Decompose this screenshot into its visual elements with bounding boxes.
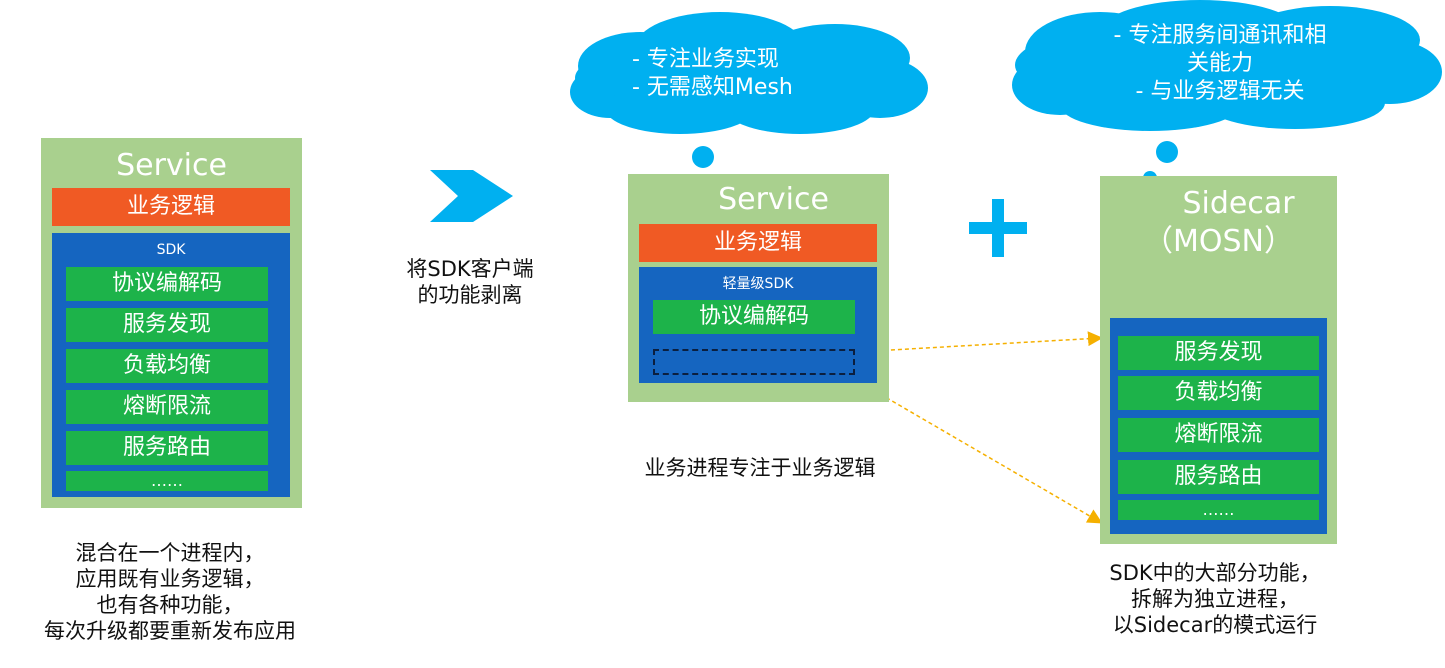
left-caption-line-2: 也有各种功能， — [96, 593, 244, 617]
right-item-0: 服务发现 — [1118, 336, 1319, 370]
left-item-5: …… — [66, 471, 268, 491]
left-item-4: 服务路由 — [66, 431, 268, 465]
connector-line-bottom — [855, 379, 1103, 524]
plus-icon — [969, 199, 1027, 257]
middle-caption: 业务进程专注于业务逻辑 — [644, 456, 876, 480]
middle-sdk-box: 轻量级SDK 协议编解码 — [639, 267, 877, 383]
connector-line-top — [855, 331, 1103, 353]
middle-removed-slot — [653, 349, 855, 375]
left-service-panel: Service 业务逻辑 SDK 协议编解码 服务发现 负载均衡 熔断限流 服务… — [41, 138, 302, 508]
left-caption-line-3: 每次升级都要重新发布应用 — [44, 619, 296, 643]
left-caption-line-0: 混合在一个进程内， — [75, 541, 265, 565]
right-cloud-line-2: - 与业务逻辑无关 — [1135, 79, 1305, 104]
right-caption-line-1: 拆解为独立进程， — [1131, 587, 1299, 611]
right-cloud-icon — [1012, 0, 1442, 204]
left-caption: 混合在一个进程内， 应用既有业务逻辑， 也有各种功能， 每次升级都要重新发布应用 — [10, 540, 330, 644]
arrow-caption-line-0: 将SDK客户端 — [406, 257, 534, 281]
left-service-title: Service — [116, 148, 227, 183]
middle-service-title: Service — [718, 182, 829, 217]
right-caption-line-0: SDK中的大部分功能， — [1109, 561, 1321, 585]
right-item-2: 熔断限流 — [1118, 418, 1319, 452]
left-item-2: 负载均衡 — [66, 349, 268, 383]
right-sidecar-title: Sidecar — [1182, 186, 1295, 221]
middle-cloud-icon — [570, 12, 928, 207]
left-sdk-box: SDK 协议编解码 服务发现 负载均衡 熔断限流 服务路由 …… — [52, 233, 290, 497]
left-caption-line-1: 应用既有业务逻辑， — [75, 567, 265, 591]
left-sdk-label: SDK — [156, 242, 186, 258]
chevron-arrow-icon — [430, 170, 513, 222]
middle-cloud-line-1: - 无需感知Mesh — [632, 75, 793, 100]
right-caption-line-2: 以Sidecar的模式运行 — [1112, 613, 1318, 637]
arrow-caption-line-1: 的功能剥离 — [417, 283, 523, 307]
middle-item-0: 协议编解码 — [653, 300, 855, 334]
right-item-1: 负载均衡 — [1118, 376, 1319, 410]
middle-logic-box: 业务逻辑 — [639, 224, 877, 262]
middle-service-panel: Service 业务逻辑 轻量级SDK 协议编解码 — [628, 174, 889, 402]
left-logic-box: 业务逻辑 — [52, 188, 290, 226]
arrow-caption: 将SDK客户端 的功能剥离 — [380, 256, 560, 308]
right-caption: SDK中的大部分功能， 拆解为独立进程， 以Sidecar的模式运行 — [1060, 560, 1370, 638]
left-item-0: 协议编解码 — [66, 267, 268, 301]
right-item-3: 服务路由 — [1118, 460, 1319, 494]
middle-cloud-text: - 专注业务实现 - 无需感知Mesh — [632, 46, 793, 102]
right-sidecar-subtitle: （MOSN） — [1143, 224, 1294, 259]
left-item-1: 服务发现 — [66, 308, 268, 342]
right-cloud-line-0: - 专注服务间通讯和相 — [1113, 23, 1327, 48]
middle-sdk-label: 轻量级SDK — [722, 276, 794, 292]
right-cloud-line-1: 关能力 — [1186, 51, 1253, 76]
left-item-3: 熔断限流 — [66, 390, 268, 424]
right-sidecar-panel: Sidecar （MOSN） 服务发现 负载均衡 熔断限流 服务路由 …… — [1100, 176, 1337, 544]
right-cloud-text: - 专注服务间通讯和相 关能力 - 与业务逻辑无关 — [1080, 22, 1360, 106]
right-item-4: …… — [1118, 500, 1319, 520]
right-features-box: 服务发现 负载均衡 熔断限流 服务路由 …… — [1110, 318, 1327, 534]
middle-cloud-line-0: - 专注业务实现 — [632, 47, 779, 72]
